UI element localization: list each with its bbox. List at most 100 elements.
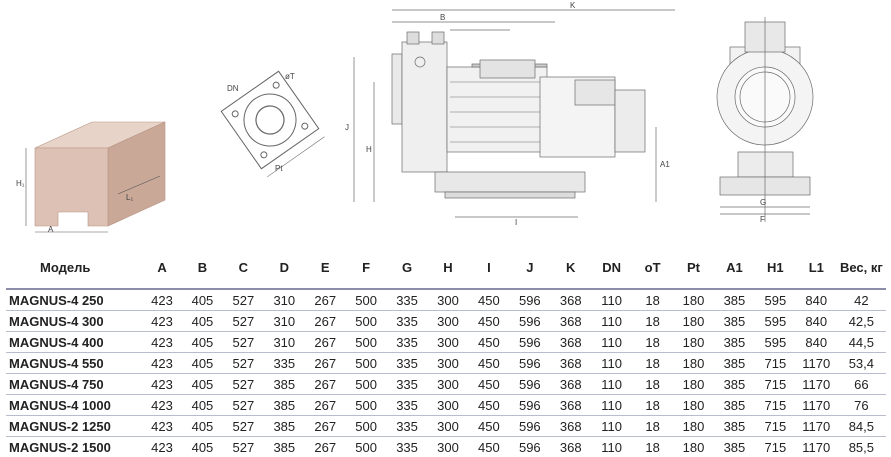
value-cell: 715: [755, 353, 796, 374]
value-cell: 84,5: [837, 416, 886, 437]
value-cell: 335: [387, 395, 428, 416]
h1-label: H₁: [16, 179, 25, 188]
pump-side-view: K B J H A1 I: [340, 2, 680, 232]
value-cell: 76: [837, 395, 886, 416]
base-block-drawing: H₁ L₁ A: [0, 0, 190, 240]
a-label: A: [48, 225, 54, 234]
value-cell: 180: [673, 416, 714, 437]
model-cell: MAGNUS-2 1250: [6, 416, 142, 437]
column-header: A1: [714, 246, 755, 289]
value-cell: 527: [223, 332, 264, 353]
column-header: I: [468, 246, 509, 289]
value-cell: 335: [387, 353, 428, 374]
value-cell: 335: [264, 353, 305, 374]
value-cell: 53,4: [837, 353, 886, 374]
value-cell: 1170: [796, 395, 837, 416]
value-cell: 368: [550, 332, 591, 353]
column-header: A: [142, 246, 182, 289]
b-label: B: [440, 13, 445, 22]
value-cell: 596: [509, 353, 550, 374]
value-cell: 18: [632, 395, 673, 416]
value-cell: 300: [428, 289, 469, 311]
value-cell: 267: [305, 332, 346, 353]
value-cell: 310: [264, 311, 305, 332]
value-cell: 715: [755, 416, 796, 437]
value-cell: 405: [182, 437, 223, 457]
column-header: Вес, кг: [837, 246, 886, 289]
value-cell: 368: [550, 416, 591, 437]
value-cell: 423: [142, 395, 182, 416]
column-header: L1: [796, 246, 837, 289]
model-cell: MAGNUS-4 400: [6, 332, 142, 353]
value-cell: 18: [632, 353, 673, 374]
value-cell: 385: [714, 437, 755, 457]
value-cell: 180: [673, 437, 714, 457]
value-cell: 335: [387, 437, 428, 457]
value-cell: 500: [346, 353, 387, 374]
value-cell: 450: [468, 332, 509, 353]
value-cell: 267: [305, 311, 346, 332]
value-cell: 385: [714, 395, 755, 416]
h-label: H: [366, 145, 372, 154]
value-cell: 368: [550, 353, 591, 374]
value-cell: 423: [142, 311, 182, 332]
value-cell: 85,5: [837, 437, 886, 457]
value-cell: 500: [346, 289, 387, 311]
value-cell: 405: [182, 289, 223, 311]
value-cell: 18: [632, 437, 673, 457]
pt-label: Pt: [275, 164, 283, 173]
value-cell: 405: [182, 353, 223, 374]
value-cell: 423: [142, 289, 182, 311]
value-cell: 423: [142, 353, 182, 374]
value-cell: 300: [428, 311, 469, 332]
value-cell: 1170: [796, 416, 837, 437]
value-cell: 385: [714, 416, 755, 437]
value-cell: 527: [223, 353, 264, 374]
value-cell: 840: [796, 311, 837, 332]
value-cell: 110: [591, 332, 632, 353]
column-header: C: [223, 246, 264, 289]
value-cell: 18: [632, 332, 673, 353]
column-header: B: [182, 246, 223, 289]
value-cell: 423: [142, 416, 182, 437]
value-cell: 596: [509, 416, 550, 437]
column-header: oT: [632, 246, 673, 289]
value-cell: 715: [755, 437, 796, 457]
value-cell: 368: [550, 437, 591, 457]
j-label: J: [345, 123, 349, 132]
column-header: Pt: [673, 246, 714, 289]
value-cell: 385: [264, 374, 305, 395]
value-cell: 500: [346, 332, 387, 353]
value-cell: 1170: [796, 437, 837, 457]
column-header: H: [428, 246, 469, 289]
value-cell: 110: [591, 395, 632, 416]
value-cell: 335: [387, 374, 428, 395]
value-cell: 110: [591, 353, 632, 374]
value-cell: 405: [182, 311, 223, 332]
value-cell: 527: [223, 374, 264, 395]
value-cell: 18: [632, 416, 673, 437]
value-cell: 1170: [796, 353, 837, 374]
value-cell: 450: [468, 416, 509, 437]
column-header: E: [305, 246, 346, 289]
value-cell: 385: [714, 374, 755, 395]
dn-label: DN: [227, 84, 239, 93]
ot-label: øT: [285, 72, 295, 81]
value-cell: 500: [346, 416, 387, 437]
value-cell: 267: [305, 289, 346, 311]
value-cell: 385: [264, 437, 305, 457]
value-cell: 267: [305, 437, 346, 457]
value-cell: 450: [468, 353, 509, 374]
column-header: H1: [755, 246, 796, 289]
value-cell: 405: [182, 332, 223, 353]
column-header: J: [509, 246, 550, 289]
value-cell: 596: [509, 311, 550, 332]
value-cell: 42: [837, 289, 886, 311]
value-cell: 368: [550, 289, 591, 311]
value-cell: 423: [142, 332, 182, 353]
model-cell: MAGNUS-2 1500: [6, 437, 142, 457]
value-cell: 385: [714, 332, 755, 353]
column-header: Модель: [6, 246, 142, 289]
